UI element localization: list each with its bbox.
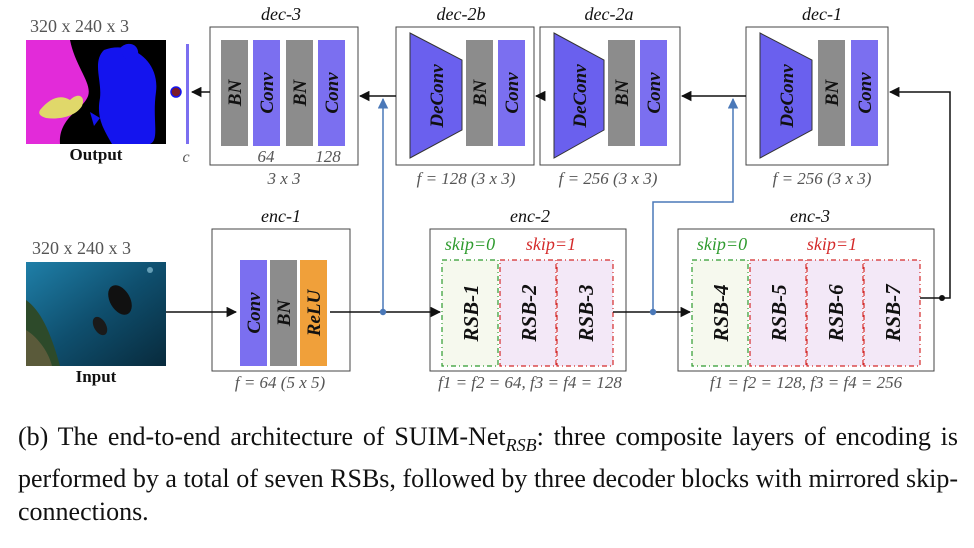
- enc3-output-node: [939, 295, 945, 301]
- dec3-title: dec-3: [261, 4, 301, 24]
- enc3-filter: f1 = f2 = 128, f3 = f4 = 256: [710, 373, 903, 392]
- rsb-5-block: RSB-5: [749, 259, 807, 367]
- svg-text:BN: BN: [470, 79, 491, 108]
- svg-text:Conv: Conv: [257, 72, 278, 114]
- dec2a-layer-bn: BN: [608, 40, 635, 146]
- input-label: Input: [76, 367, 117, 386]
- input-size-label: 320 x 240 x 3: [32, 238, 131, 258]
- dec1-layer-deconv: DeConv: [759, 32, 813, 159]
- architecture-diagram: 320 x 240 x 3 Output c dec-3 BN Conv BN …: [26, 4, 951, 392]
- svg-text:RSB-1: RSB-1: [459, 284, 483, 342]
- dec2a-layer-conv: Conv: [640, 40, 667, 146]
- input-underwater-image: [26, 262, 166, 366]
- svg-text:DeConv: DeConv: [427, 64, 448, 129]
- svg-text:BN: BN: [822, 79, 843, 108]
- enc3-title: enc-3: [790, 206, 830, 226]
- svg-text:Conv: Conv: [502, 72, 523, 114]
- svg-text:RSB-2: RSB-2: [517, 284, 541, 343]
- output-segmentation-image: [26, 40, 166, 144]
- dec3-layer-conv-2: Conv: [318, 40, 345, 146]
- skip-connection-enc2-to-dec1: [652, 97, 739, 312]
- rsb-7-block: RSB-7: [863, 259, 921, 367]
- output-size-label: 320 x 240 x 3: [30, 16, 129, 36]
- rsb-3-block: RSB-3: [556, 259, 614, 367]
- dec3-layer-conv-1: Conv: [253, 40, 280, 146]
- rsb-6-block: RSB-6: [806, 259, 864, 367]
- enc2-filter: f1 = f2 = 64, f3 = f4 = 128: [438, 373, 622, 392]
- dec2b-filter: f = 128 (3 x 3): [417, 169, 516, 188]
- caption-suffix: : three composite layers of encoding is …: [18, 422, 958, 527]
- enc2-skip0-label: skip=0: [445, 234, 495, 254]
- dec3-layer-bn-2: BN: [286, 40, 313, 146]
- dec1-layer-bn: BN: [818, 40, 845, 146]
- enc2-skip1-label: skip=1: [526, 234, 576, 254]
- dec2b-layer-bn: BN: [466, 40, 493, 146]
- svg-text:RSB-6: RSB-6: [824, 284, 848, 343]
- svg-text:Conv: Conv: [855, 72, 876, 114]
- svg-text:BN: BN: [225, 79, 246, 108]
- enc1-box: [211, 228, 351, 372]
- enc2-box: [429, 228, 627, 372]
- enc3-box: [677, 228, 935, 372]
- enc3-skip1-label: skip=1: [807, 234, 857, 254]
- svg-text:BN: BN: [290, 79, 311, 108]
- dec2b-title: dec-2b: [437, 4, 486, 24]
- rsb-1-block: RSB-1: [441, 259, 499, 367]
- dec3-filter: 3 x 3: [266, 169, 300, 188]
- svg-text:BN: BN: [274, 299, 295, 328]
- svg-text:Conv: Conv: [244, 292, 265, 334]
- caption-prefix: (b) The end-to-end architecture of SUIM-…: [18, 422, 506, 451]
- caption-subscript: RSB: [505, 435, 537, 456]
- dec2b-layer-deconv: DeConv: [409, 32, 463, 159]
- enc1-title: enc-1: [261, 206, 301, 226]
- svg-text:RSB-5: RSB-5: [767, 284, 791, 342]
- svg-text:Conv: Conv: [644, 72, 665, 114]
- c-layer-bar: [186, 44, 189, 144]
- svg-text:RSB-3: RSB-3: [574, 284, 598, 342]
- dec2a-title: dec-2a: [585, 4, 634, 24]
- svg-text:ReLU: ReLU: [304, 289, 325, 338]
- enc1-layer-conv: Conv: [240, 260, 267, 366]
- svg-text:DeConv: DeConv: [570, 64, 591, 129]
- c-label: c: [182, 149, 189, 166]
- figure-caption: (b) The end-to-end architecture of SUIM-…: [18, 420, 958, 528]
- enc1-layer-relu: ReLU: [300, 260, 327, 366]
- dec2a-filter: f = 256 (3 x 3): [559, 169, 658, 188]
- svg-text:RSB-4: RSB-4: [709, 284, 733, 342]
- output-label: Output: [70, 145, 123, 164]
- enc2-title: enc-2: [510, 206, 550, 226]
- svg-text:RSB-7: RSB-7: [881, 283, 905, 343]
- enc1-layer-bn: BN: [270, 260, 297, 366]
- dec3-layer-bn-1: BN: [221, 40, 248, 146]
- enc1-filter: f = 64 (5 x 5): [235, 373, 326, 392]
- dec1-filter: f = 256 (3 x 3): [773, 169, 872, 188]
- output-node: [170, 86, 182, 98]
- dec2b-layer-conv: Conv: [498, 40, 525, 146]
- dec3-channels-64: 64: [258, 147, 276, 166]
- dec3-channels-128: 128: [315, 147, 341, 166]
- svg-text:BN: BN: [612, 79, 633, 108]
- dec1-layer-conv: Conv: [851, 40, 878, 146]
- enc3-skip0-label: skip=0: [697, 234, 747, 254]
- dec1-title: dec-1: [802, 4, 842, 24]
- rsb-4-block: RSB-4: [691, 259, 749, 367]
- dec2a-layer-deconv: DeConv: [553, 32, 605, 159]
- dec3-box: [209, 26, 359, 166]
- svg-text:Conv: Conv: [322, 72, 343, 114]
- rsb-2-block: RSB-2: [499, 259, 557, 367]
- svg-text:DeConv: DeConv: [777, 64, 798, 129]
